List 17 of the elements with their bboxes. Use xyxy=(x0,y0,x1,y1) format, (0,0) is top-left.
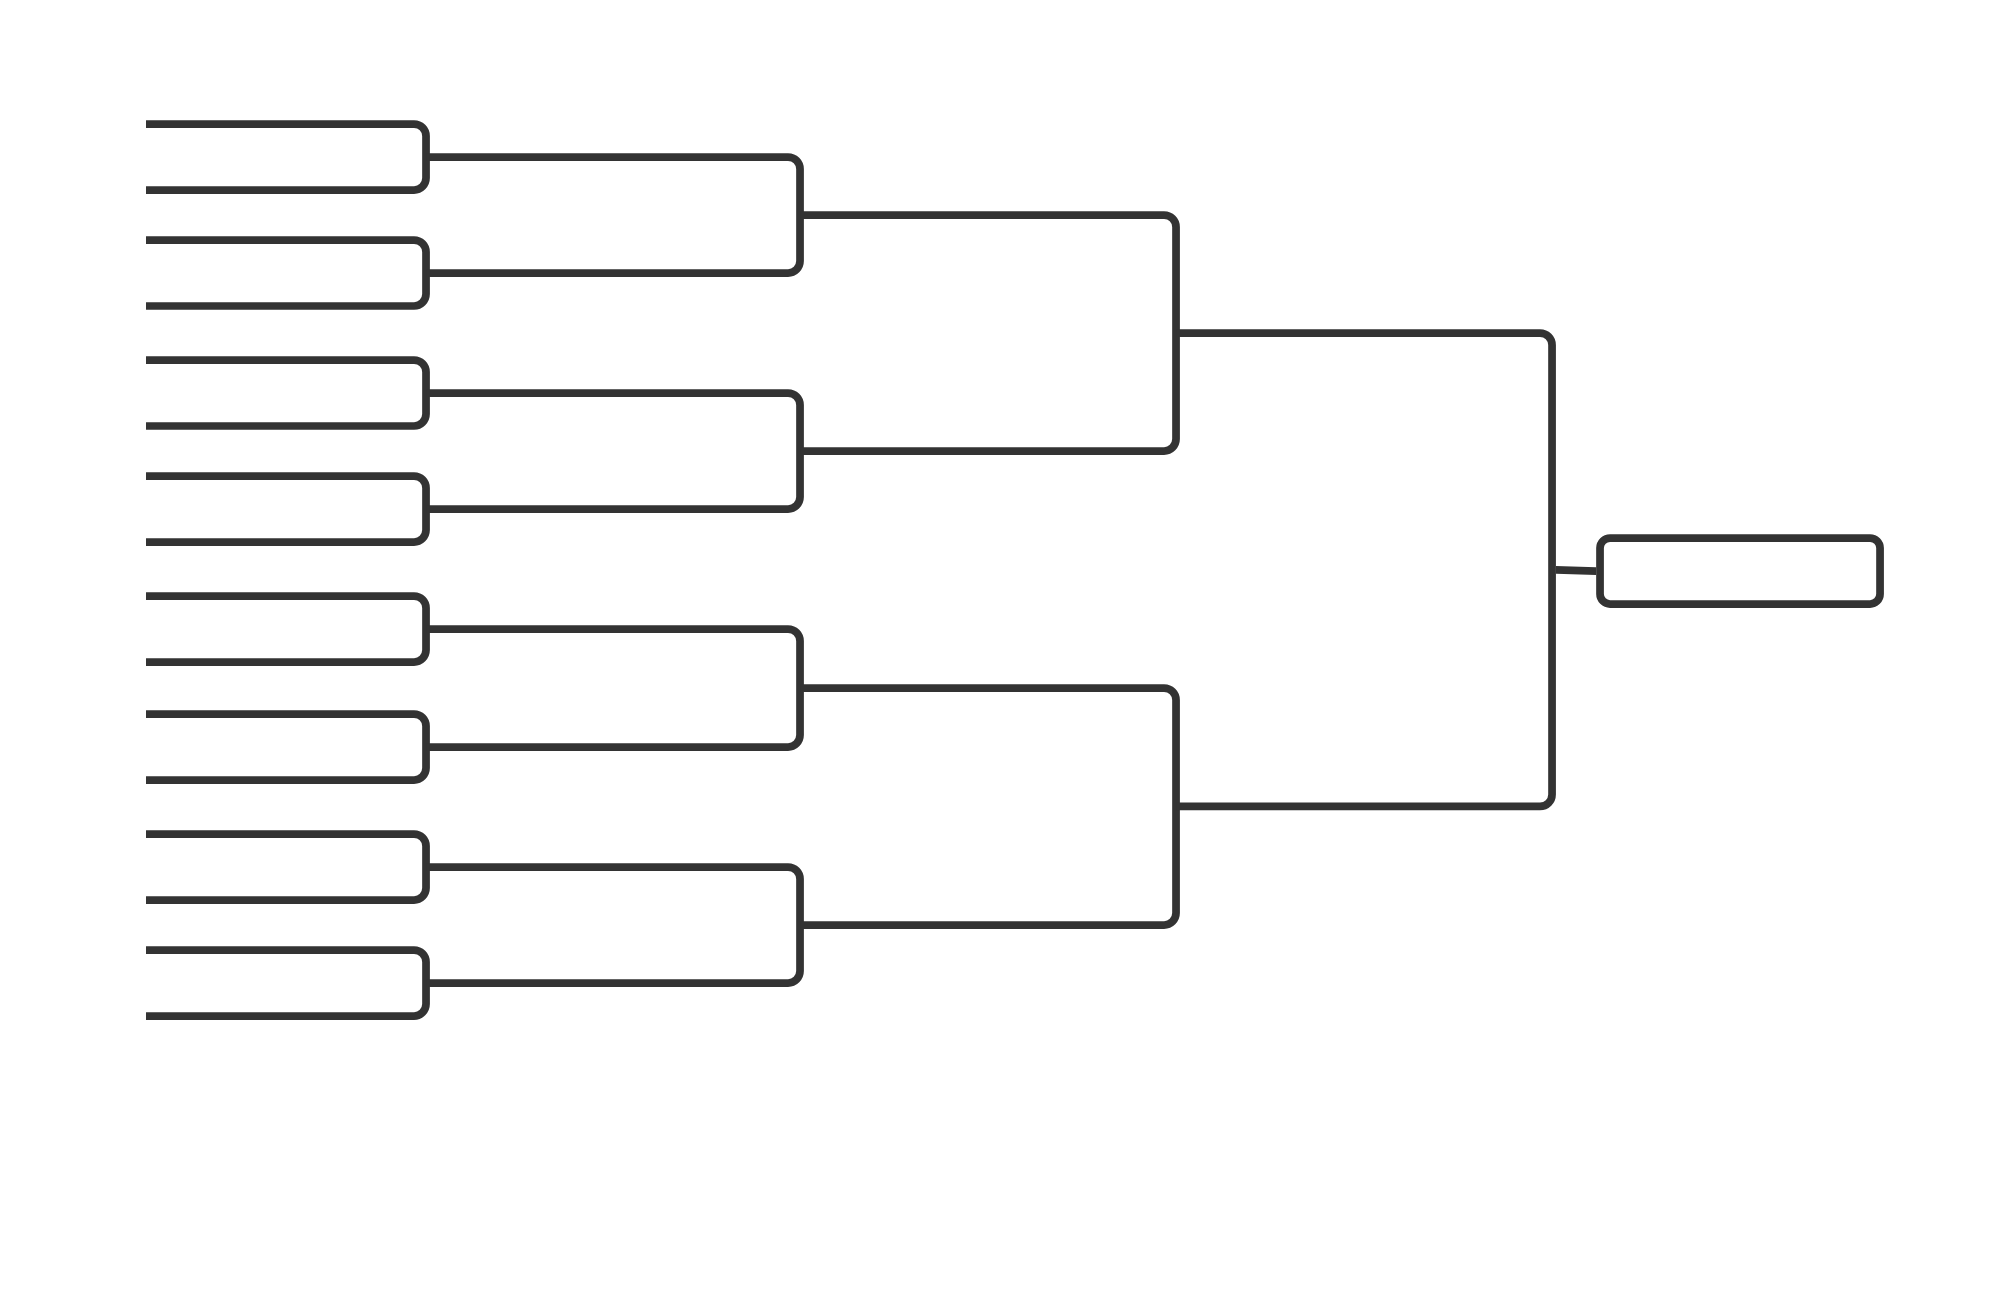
bracket-slot xyxy=(426,863,804,987)
bracket-slot xyxy=(146,356,430,430)
bracket-slot xyxy=(1176,329,1556,811)
bracket-slot xyxy=(146,472,430,546)
connector-line xyxy=(1555,565,1597,575)
bracket-slot xyxy=(146,830,430,904)
bracket-slot xyxy=(800,684,1180,929)
bracket-slot xyxy=(800,211,1180,455)
bracket-slot xyxy=(146,236,430,310)
bracket-slot xyxy=(426,389,804,513)
bracket-slot xyxy=(146,710,430,784)
bracket-slot xyxy=(146,120,430,194)
bracket-slot xyxy=(426,625,804,751)
bracket-slot xyxy=(426,153,804,277)
bracket-slot xyxy=(146,592,430,666)
bracket-slot xyxy=(146,946,430,1020)
winner-box xyxy=(1596,534,1884,608)
